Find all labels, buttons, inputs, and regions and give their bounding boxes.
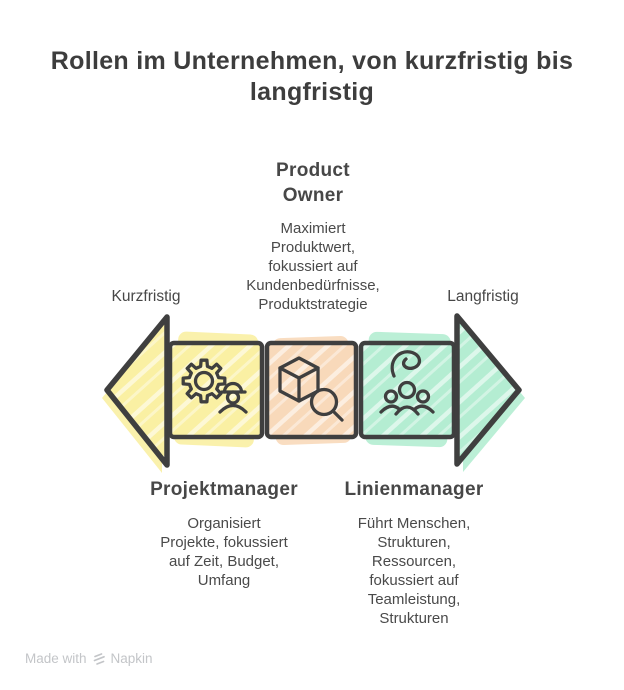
role-product-owner: Product Owner Maximiert Produktwert, fok… [193,158,433,314]
arrow-fill-layer [107,316,519,465]
made-with-text: Made with [25,651,87,666]
role-product-owner-description: Maximiert Produktwert, fokussiert auf Ku… [246,220,380,313]
team-leadership-icon [379,350,435,416]
segment-linienmanager [361,343,454,437]
timeline-label-long-term: Langfristig [447,288,519,305]
segment-product-owner [267,343,356,437]
role-linienmanager-description: Führt Menschen, Strukturen, Ressourcen, … [357,515,471,627]
role-product-owner-name: Product Owner [276,160,350,206]
napkin-logo-icon [93,652,105,665]
role-linienmanager: Linienmanager Führt Menschen, Strukturen… [294,477,534,628]
crayon-spill-layer [102,324,525,473]
role-linienmanager-name: Linienmanager [344,479,484,500]
segment-projektmanager [170,343,262,437]
page-title: Rollen im Unternehmen, von kurzfristig b… [50,47,574,106]
gear-worker-icon [181,358,248,414]
cube-search-icon [278,356,344,422]
footer-credit: Made with Napkin [25,651,153,666]
timeline-label-short-term: Kurzfristig [111,288,181,305]
brand-name-text: Napkin [110,651,153,666]
crayon-texture-layer [107,316,519,465]
role-projektmanager-name: Projektmanager [150,479,298,500]
left-arrowhead [107,317,167,465]
right-arrowhead [457,316,519,464]
arrow-outline-layer [104,313,522,468]
role-projektmanager-description: Organisiert Projekte, fokussiert auf Zei… [160,515,288,589]
role-projektmanager: Projektmanager Organisiert Projekte, fok… [104,477,344,590]
